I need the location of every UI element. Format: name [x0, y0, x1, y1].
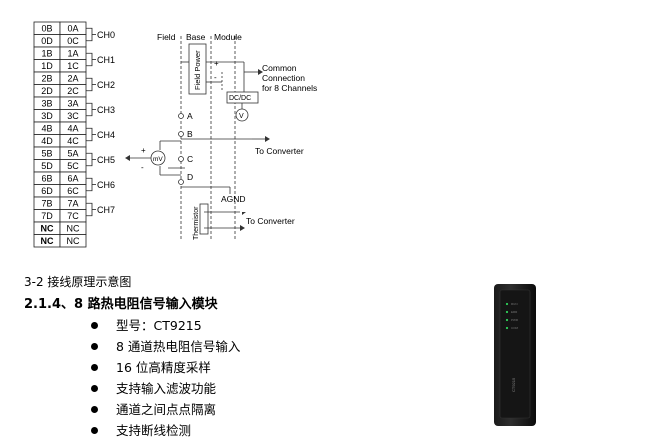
terminal-left-label: 6B [41, 174, 52, 184]
bullet-icon [91, 427, 98, 434]
terminal-left-label: 5D [41, 161, 53, 171]
terminal-left-label: 6D [41, 186, 53, 196]
base-label: Base [186, 32, 206, 42]
terminal-mid-label: 1C [67, 61, 79, 71]
terminal-c-label: C [187, 154, 193, 164]
terminal-mid-label: 2C [67, 86, 79, 96]
module-device-image: RUN ERR PWR COM CT9215 [494, 284, 536, 426]
terminal-left-label: 1D [41, 61, 53, 71]
terminal-mid-label: NC [67, 236, 80, 246]
channel-label: CH0 [97, 30, 115, 40]
terminal-mid-label: 0C [67, 36, 79, 46]
thermistor-label: Thermistor [193, 206, 200, 240]
terminal-left-label: NC [41, 236, 54, 246]
agnd-label: AGND [221, 194, 246, 204]
terminal-left-label: 2B [41, 74, 52, 84]
device-label: CT9215 [511, 377, 516, 392]
terminal-left-label: 4D [41, 136, 53, 146]
dcdc-label: DC/DC [229, 95, 251, 102]
terminal-left-label: 2D [41, 86, 53, 96]
terminal-block: 0B 0A 0D 0C 1B 1A 1D 1C 2B 2A 2D 2C 3B 3A 3D 3C 4B 4A 4D 4C… [33, 21, 115, 248]
svg-text:COM: COM [511, 326, 519, 330]
feature-text: 16 位高精度采样 [116, 360, 211, 375]
terminal-left-label: 0B [41, 24, 52, 34]
feature-item: 16 位高精度采样 [88, 357, 240, 378]
figure-caption: 3-2 接线原理示意图 [24, 275, 132, 289]
terminal-mid-label: 4A [67, 124, 78, 134]
field-power-minus: - [214, 73, 217, 82]
terminal-mid-label: 3C [67, 111, 79, 121]
terminal-mid-label: 0A [67, 24, 78, 34]
wiring-diagram: 0B 0A 0D 0C 1B 1A 1D 1C 2B 2A 2D 2C 3B 3A 3D 3C 4B 4A 4D 4C… [33, 21, 317, 248]
feature-item: 通道之间点点隔离 [88, 399, 240, 420]
terminal-mid-label: 2A [67, 74, 78, 84]
terminal-a-label: A [187, 111, 193, 121]
terminal-left-label: 7B [41, 199, 52, 209]
terminal-mid-label: 6C [67, 186, 79, 196]
feature-list: 型号：CT9215 8 通道热电阻信号输入 16 位高精度采样支持输入滤波功能通道之… [88, 315, 240, 441]
bullet-icon [91, 343, 98, 350]
terminal-left-label: 4B [41, 124, 52, 134]
module-label: Module [214, 32, 242, 42]
terminal-mid-label: 6A [67, 174, 78, 184]
feature-text: 通道之间点点隔离 [116, 402, 217, 417]
channel-label: CH4 [97, 130, 115, 140]
terminal-d-label: D [187, 172, 193, 182]
svg-text:RUN: RUN [511, 302, 518, 306]
mv-label: mV [153, 156, 163, 163]
section-heading: 2.1.4、8 路热电阻信号输入模块 [24, 297, 218, 312]
bullet-icon [91, 385, 98, 392]
field-base-module-schematic [130, 36, 265, 240]
feature-text: 支持输入滤波功能 [116, 381, 217, 396]
feature-text: 支持断线检测 [116, 423, 192, 438]
common-label-2: Connection [262, 73, 305, 83]
terminal-mid-label: 7A [67, 199, 78, 209]
terminal-mid-label: 5C [67, 161, 79, 171]
svg-text:PWR: PWR [511, 318, 519, 322]
channel-label: CH1 [97, 55, 115, 65]
terminal-mid-label: NC [67, 224, 80, 234]
channel-label: CH3 [97, 105, 115, 115]
mv-plus: + [141, 146, 146, 155]
terminal-mid-label: 3A [67, 99, 78, 109]
bullet-icon [91, 322, 98, 329]
field-label: Field [157, 32, 176, 42]
terminal-left-label: 0D [41, 36, 53, 46]
to-converter-1: To Converter [255, 146, 304, 156]
field-power-label: Field Power [193, 50, 202, 90]
channel-label: CH7 [97, 205, 115, 215]
feature-item: 8 通道热电阻信号输入 [88, 336, 240, 357]
feature-item: 支持断线检测 [88, 420, 240, 441]
channel-label: CH5 [97, 155, 115, 165]
feature-item: 支持输入滤波功能 [88, 378, 240, 399]
terminal-left-label: 5B [41, 149, 52, 159]
svg-text:ERR: ERR [511, 310, 518, 314]
feature-text: 8 通道热电阻信号输入 [116, 339, 241, 354]
terminal-b-label: B [187, 129, 193, 139]
terminal-left-label: 3B [41, 99, 52, 109]
feature-text: 型号：CT9215 [116, 318, 202, 333]
terminal-mid-label: 7C [67, 211, 79, 221]
mv-minus: - [141, 163, 144, 172]
to-converter-2: To Converter [246, 216, 295, 226]
terminal-mid-label: 1A [67, 49, 78, 59]
channel-label: CH6 [97, 180, 115, 190]
terminal-mid-label: 4C [67, 136, 79, 146]
feature-item: 型号：CT9215 [88, 315, 240, 336]
common-label-1: Common [262, 63, 297, 73]
bullet-icon [91, 406, 98, 413]
terminal-left-label: 3D [41, 111, 53, 121]
terminal-left-label: 1B [41, 49, 52, 59]
channel-label: CH2 [97, 80, 115, 90]
field-power-plus: + [214, 59, 219, 68]
common-label-3: for 8 Channels [262, 83, 317, 93]
terminal-mid-label: 5A [67, 149, 78, 159]
bullet-icon [91, 364, 98, 371]
voltmeter-label: V [239, 113, 244, 120]
terminal-left-label: 7D [41, 211, 53, 221]
terminal-left-label: NC [41, 224, 54, 234]
